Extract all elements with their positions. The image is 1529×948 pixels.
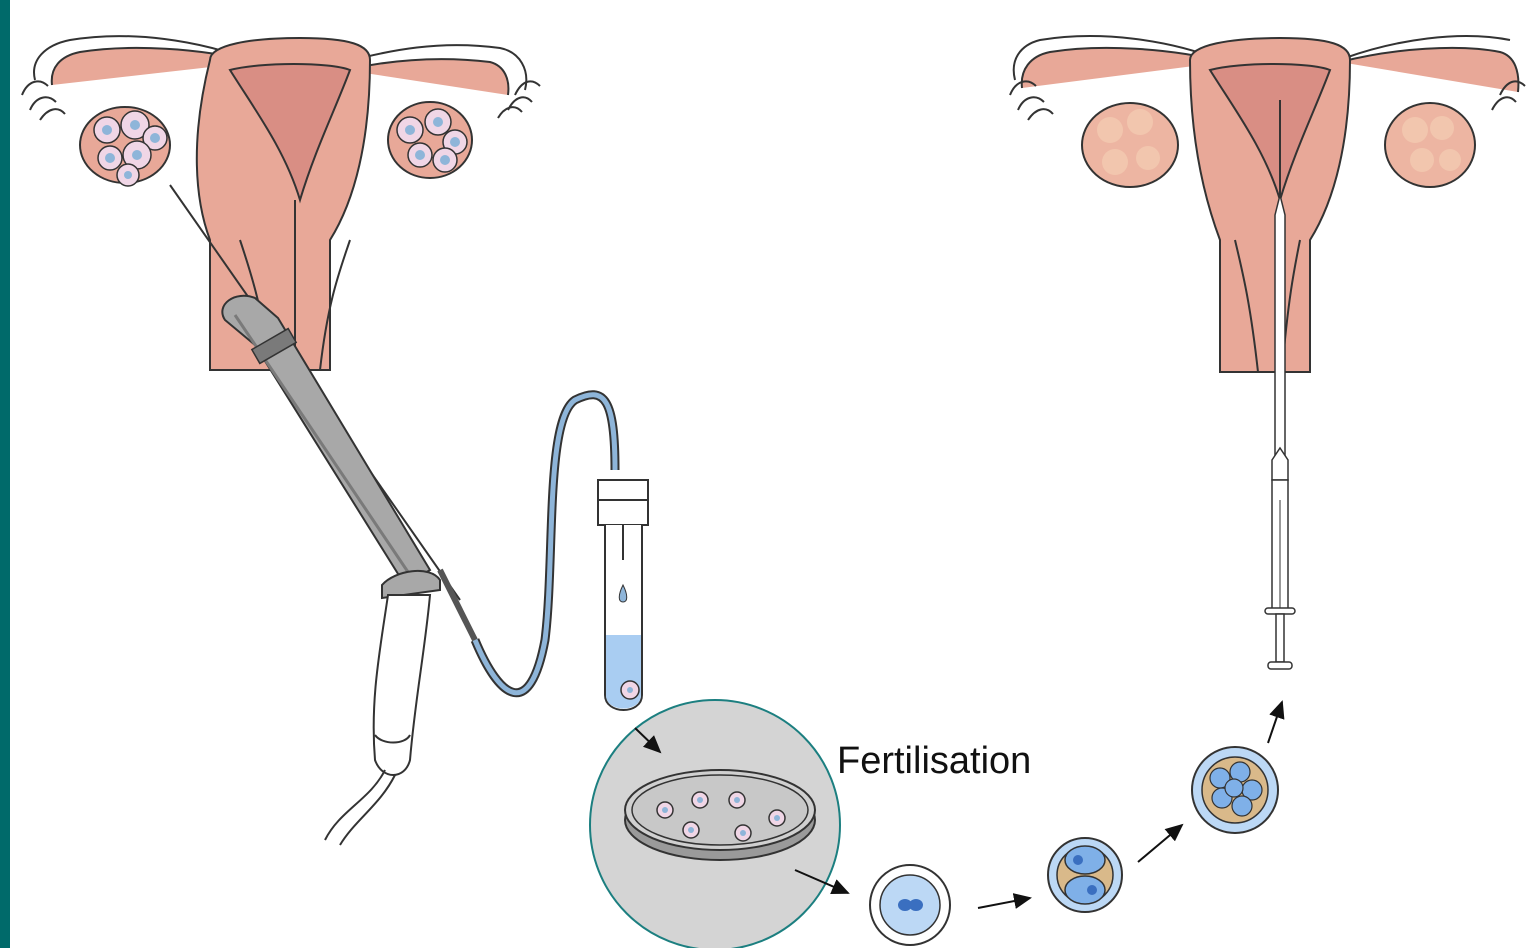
morula-icon <box>1192 747 1278 833</box>
petri-dish-icon <box>590 700 840 948</box>
ultrasound-probe-icon <box>222 296 475 845</box>
tubing-icon <box>475 395 615 693</box>
arrow-icon <box>1138 825 1182 862</box>
collection-tube-icon <box>598 480 648 710</box>
two-cell-embryo-icon <box>1048 838 1122 912</box>
arrow-icon <box>978 898 1030 908</box>
diagram-canvas: Fertilisation <box>10 0 1529 948</box>
zygote-icon <box>870 865 950 945</box>
ivf-diagram <box>10 0 1529 948</box>
fertilisation-label: Fertilisation <box>837 742 1031 780</box>
arrow-icon <box>1268 702 1282 743</box>
right-uterus-icon <box>1010 36 1525 372</box>
left-uterus-icon <box>22 36 540 370</box>
